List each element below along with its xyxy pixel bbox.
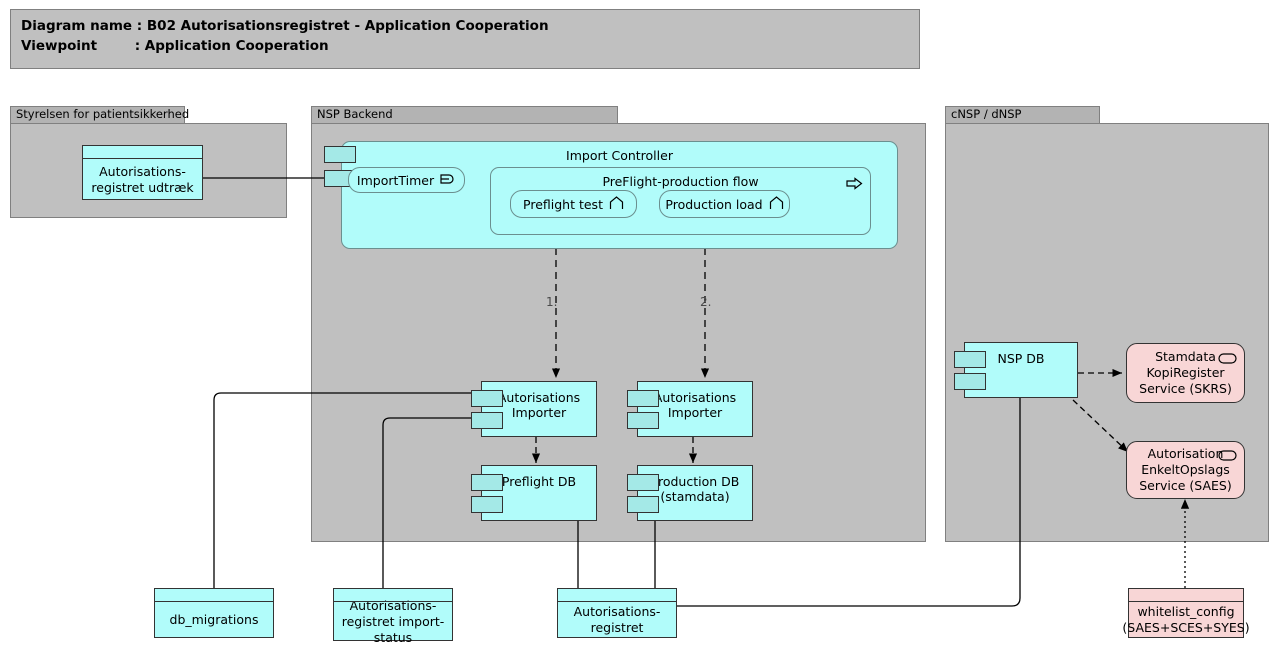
node-label: Stamdata KopiRegister Service (SKRS) [1139, 349, 1232, 396]
application-function-icon [769, 195, 784, 213]
node-label: Import Controller [566, 148, 673, 163]
node-label: NSP DB [997, 351, 1045, 366]
node-production-db[interactable]: Production DB (stamdata) [627, 465, 753, 521]
node-db-migrations[interactable]: db_migrations [154, 588, 274, 638]
component-port-bottom [471, 412, 503, 429]
node-label: Preflight DB [501, 474, 577, 489]
viewpoint-line: Viewpoint : Application Cooperation [21, 38, 329, 54]
component-port-top [627, 474, 659, 491]
node-label: Autorisations- registret udtræk [91, 163, 194, 195]
node-label: Autorisations- registret import- status [341, 597, 445, 645]
connector-nsp-db-to-autorisationsregistret [677, 398, 1021, 607]
flow-step-2-label: 2. [700, 295, 712, 309]
component-port-bottom [627, 412, 659, 429]
node-label: Autorisations Importer [653, 390, 737, 420]
import-controller-port-top [324, 146, 356, 163]
node-autorisationsregistret-udtraek[interactable]: Autorisations- registret udtræk [82, 145, 203, 200]
flow-step-1-label: 1. [546, 295, 558, 309]
group-label-nsp-backend: NSP Backend [311, 106, 618, 123]
application-function-icon [609, 195, 624, 213]
component-port-bottom [954, 373, 986, 390]
node-autorisation-enkeltopslags-service[interactable]: Autorisation EnkeltOpslags Service (SAES… [1126, 441, 1245, 499]
node-preflight-db[interactable]: Preflight DB [471, 465, 597, 521]
connector-db-migrations-to-importer-left [213, 392, 481, 588]
node-stamdata-kopiregister-service[interactable]: Stamdata KopiRegister Service (SKRS) [1126, 343, 1245, 403]
node-autorisationsregistret[interactable]: Autorisations- registret [557, 588, 677, 638]
group-label-styrelsen: Styrelsen for patientsikkerhed [10, 106, 189, 123]
node-label: PreFlight-production flow [602, 174, 759, 189]
group-label-cnsp-dnsp: cNSP / dNSP [945, 106, 1100, 123]
connector-nsp-db-to-saes [1072, 399, 1129, 453]
component-port-bottom [627, 496, 659, 513]
node-label: Production DB (stamdata) [650, 474, 740, 504]
node-label: ImportTimer [356, 172, 435, 188]
application-service-icon [1218, 449, 1237, 465]
application-event-icon [440, 173, 456, 188]
node-label: Autorisations- registret [573, 604, 661, 635]
component-port-top [471, 390, 503, 407]
component-port-top [954, 351, 986, 368]
node-import-timer[interactable]: ImportTimer [348, 167, 465, 193]
node-autorisations-importer-left[interactable]: Autorisations Importer [471, 381, 597, 437]
node-label: whitelist_config (SAES+SCES+SYES) [1122, 604, 1250, 635]
component-port-bottom [471, 496, 503, 513]
component-port-top [627, 390, 659, 407]
node-label: Autorisation EnkeltOpslags Service (SAES… [1139, 446, 1232, 493]
node-whitelist-config[interactable]: whitelist_config (SAES+SCES+SYES) [1122, 588, 1250, 638]
component-port-top [471, 474, 503, 491]
application-process-icon [846, 175, 863, 194]
node-production-load[interactable]: Production load [659, 190, 790, 218]
application-service-icon [1218, 352, 1237, 368]
diagram-header: Diagram name : B02 Autorisationsregistre… [10, 9, 920, 69]
node-nsp-db[interactable]: NSP DB [954, 342, 1078, 398]
connector-import-status-to-importer-left [382, 417, 481, 588]
node-label: db_migrations [169, 612, 259, 627]
node-autorisationsregistret-import-status[interactable]: Autorisations- registret import- status [333, 588, 453, 645]
node-label: Autorisations Importer [497, 390, 581, 420]
node-preflight-test[interactable]: Preflight test [510, 190, 637, 218]
node-autorisations-importer-right[interactable]: Autorisations Importer [627, 381, 753, 437]
node-label: Production load [665, 196, 763, 212]
diagram-name-line: Diagram name : B02 Autorisationsregistre… [21, 18, 549, 34]
node-label: Preflight test [523, 196, 603, 212]
